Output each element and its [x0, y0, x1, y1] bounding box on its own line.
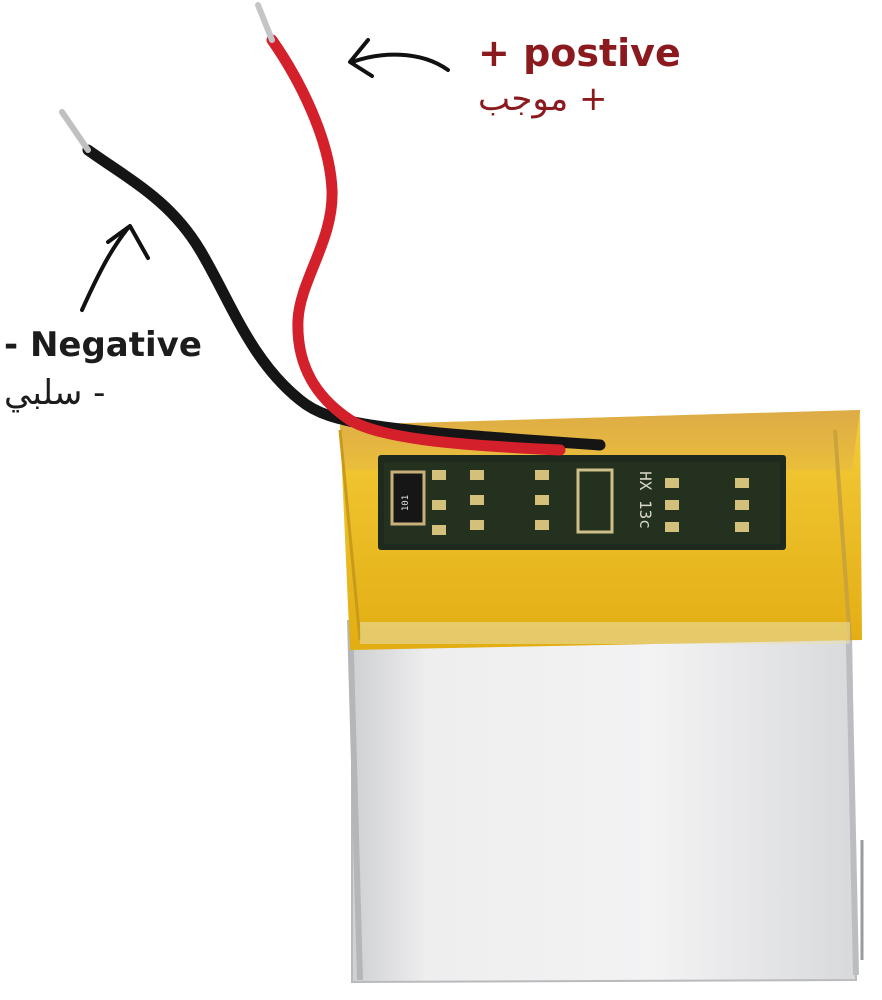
negative-arrow-icon [80, 224, 150, 312]
resistor [390, 470, 426, 526]
negative-label: - Negative [4, 325, 202, 365]
positive-arrow-icon [348, 38, 450, 78]
negative-wire [59, 109, 606, 451]
battery-cell [347, 559, 864, 984]
resistor-marking: 101 [401, 495, 411, 511]
positive-label-arabic: + موجب [478, 79, 608, 119]
chip-marking: HX 13c [636, 471, 655, 529]
positive-wire [255, 2, 566, 456]
negative-label-arabic: - سلبي [4, 373, 106, 413]
protection-pcb: 101 HX 13c [378, 455, 786, 550]
solder-pads [432, 470, 749, 535]
positive-label: + postive [478, 31, 681, 75]
